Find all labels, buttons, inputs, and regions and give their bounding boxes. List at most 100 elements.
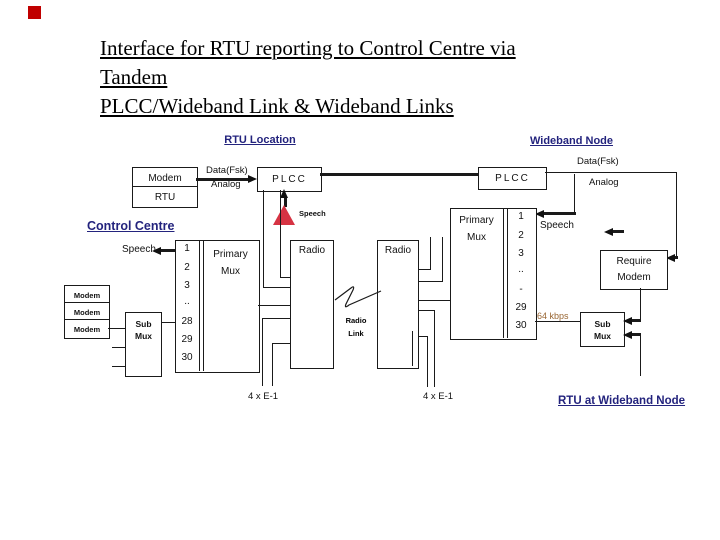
box-plcc-right: PLCC: [478, 167, 547, 190]
mux-left-ch5: 28: [181, 316, 193, 327]
mux-right-ch6: 29: [515, 302, 527, 313]
cc-modem-1-label: Modem: [73, 290, 101, 300]
label-analog-right: Analog: [589, 177, 619, 188]
connector-e1-left-v2: [272, 343, 273, 386]
heading-rtu-location: RTU Location: [224, 134, 296, 146]
arrowhead-speech-up: [280, 189, 288, 198]
mux-right-channel-column: 1 2 3 .. - 29 30: [507, 208, 535, 338]
radio-link-label-line2: Link: [348, 329, 364, 338]
connector-radior-muxr: [419, 300, 450, 301]
sub-mux-right-line2: Mux: [594, 330, 611, 341]
label-data-fsk-right: Data(Fsk): [577, 156, 619, 167]
connector-plcc-drop-2: [280, 190, 281, 277]
connector-modem-plcc: [196, 178, 248, 181]
mux-left-title: Primary Mux: [203, 246, 258, 280]
sub-mux-right-line1: Sub: [594, 318, 611, 329]
sub-mux-left-line1: Sub: [135, 319, 152, 329]
mux-left-divider-1: [199, 240, 200, 371]
arrowhead-submux-right-2: [623, 331, 632, 339]
connector-submux-stub-1: [112, 347, 125, 348]
box-require-modem: Require Modem: [600, 250, 668, 290]
arrowhead-speech-left: [152, 247, 161, 255]
connector-require-submux-v: [640, 288, 641, 322]
antenna-triangle-icon: [273, 205, 295, 225]
connector-submux-mux28: [162, 322, 175, 323]
connector-speech-up: [284, 196, 287, 207]
mux-right-ch2: 2: [518, 230, 524, 241]
mux-right-title-line2: Mux: [467, 232, 486, 243]
connector-modem3-submux: [108, 328, 125, 329]
connector-64kbps: [535, 321, 580, 322]
arrowhead-into-require-modem: [666, 254, 675, 262]
slide-title-line1: Interface for RTU reporting to Control C…: [100, 36, 516, 60]
mux-left-title-line1: Primary: [213, 249, 248, 260]
connector-radior-inner: [412, 331, 413, 366]
mux-right-ch7: 30: [515, 320, 527, 331]
radio-left-label: Radio: [298, 245, 326, 256]
box-radio-left: Radio: [290, 240, 334, 369]
label-speech-antenna: Speech: [299, 209, 326, 218]
modem-label: Modem: [148, 172, 182, 184]
connector-e1-left-h2: [272, 343, 290, 344]
label-speech-left: Speech: [122, 244, 156, 255]
arrowhead-submux-right-1: [623, 317, 632, 325]
mux-right-divider-1: [503, 208, 504, 338]
connector-e1-left-h1: [262, 318, 290, 319]
box-primary-mux-right: [450, 208, 537, 340]
connector-rtu-submux-v: [640, 335, 641, 376]
plcc-right-label: PLCC: [495, 173, 530, 184]
connector-plcc-drop-1h: [263, 287, 290, 288]
sub-mux-left-line2: Mux: [135, 331, 152, 341]
arrowhead-row2: [604, 228, 613, 236]
red-square-decoration: [28, 6, 41, 19]
box-sub-mux-left: Sub Mux: [125, 312, 162, 377]
mux-left-ch6: 29: [181, 334, 193, 345]
mux-left-ch4: ..: [184, 296, 190, 307]
box-sub-mux-right: Sub Mux: [580, 312, 625, 347]
mux-right-ch1: 1: [518, 211, 524, 222]
mux-right-ch5: -: [519, 284, 523, 295]
label-e1-right: 4 x E-1: [423, 391, 454, 402]
label-64kbps: 64 kbps: [537, 311, 569, 321]
label-data-fsk-left: Data(Fsk): [206, 165, 248, 176]
require-modem-line2: Modem: [617, 272, 651, 283]
connector-e1-right-h2: [419, 336, 428, 337]
connector-e1-right-v2: [427, 336, 428, 387]
connector-radior-h1: [419, 269, 431, 270]
cc-modem-3-label: Modem: [73, 324, 101, 334]
connector-plcc-drop-2h: [280, 277, 290, 278]
label-speech-right: Speech: [540, 220, 574, 231]
connector-speech-left: [160, 249, 175, 252]
connector-e1-right-h1: [419, 310, 435, 311]
connector-radior-v1: [430, 237, 431, 270]
connector-require-stub: [672, 256, 678, 259]
connector-speech-right-v: [574, 174, 575, 214]
connector-row2-stub: [612, 230, 624, 233]
heading-control-centre: Control Centre: [87, 219, 175, 233]
connector-submux-stub-2: [112, 366, 125, 367]
arrowhead-speech-right: [535, 210, 544, 218]
heading-wideband-node: Wideband Node: [530, 135, 614, 147]
mux-left-ch3: 3: [184, 280, 190, 291]
box-plcc-left: PLCC: [257, 167, 322, 192]
connector-muxl-radio: [258, 305, 290, 306]
connector-radior-v2: [442, 237, 443, 282]
mux-left-title-line2: Mux: [221, 266, 240, 277]
connector-rtu-submux-stub: [631, 333, 641, 336]
connector-radior-h2: [419, 281, 443, 282]
plcc-left-label: PLCC: [272, 174, 307, 185]
radio-link-label: Radio Link: [343, 314, 369, 340]
connector-speech-right-h: [543, 212, 576, 215]
slide-title-line3: PLCC/Wideband Link & Wideband Links: [100, 94, 454, 118]
box-cc-modem-3: Modem: [64, 319, 110, 339]
arrowhead-into-plcc-left: [248, 175, 257, 183]
mux-right-divider-2: [507, 208, 508, 338]
mux-left-ch7: 30: [181, 352, 193, 363]
mux-right-title: Primary Mux: [450, 212, 503, 246]
slide-title-line2: Tandem: [100, 65, 168, 89]
rtu-label: RTU: [154, 191, 176, 203]
connector-require-submux-stub: [631, 319, 641, 322]
box-primary-mux-left: [175, 240, 260, 373]
connector-plccr-east: [545, 172, 677, 173]
